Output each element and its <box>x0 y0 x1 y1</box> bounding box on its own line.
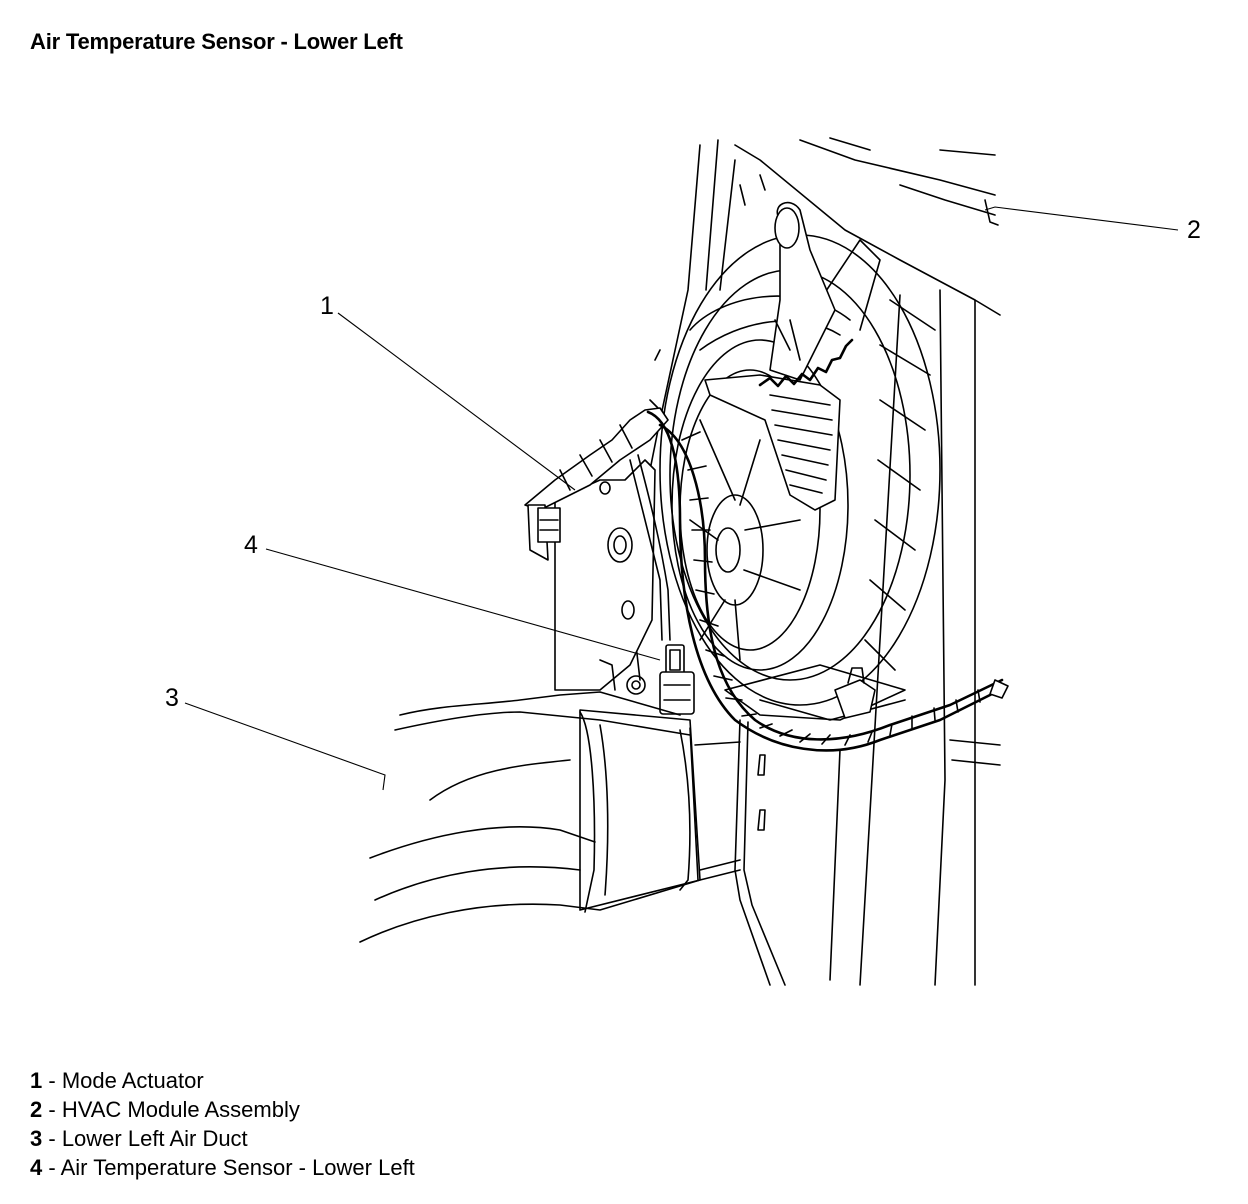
legend-number: 1 <box>30 1068 43 1093</box>
legend-separator: - <box>42 1097 62 1122</box>
legend-number: 3 <box>30 1126 43 1151</box>
hvac-line-drawing: 1 2 3 4 <box>165 137 1201 986</box>
leader-line-4 <box>265 548 661 661</box>
legend-label: HVAC Module Assembly <box>61 1097 300 1122</box>
legend-item: 2 - HVAC Module Assembly <box>30 1095 415 1124</box>
callout-number-3: 3 <box>165 684 179 712</box>
hvac-module-housing <box>631 137 1001 986</box>
wiring-harness-conduit <box>646 410 1009 752</box>
legend-number: 4 <box>30 1155 43 1180</box>
legend-label: Lower Left Air Duct <box>61 1126 248 1151</box>
leader-line-2 <box>984 206 1179 231</box>
legend-label: Mode Actuator <box>61 1068 204 1093</box>
legend-item: 3 - Lower Left Air Duct <box>30 1124 415 1153</box>
legend-separator: - <box>42 1126 62 1151</box>
legend-item: 4 - Air Temperature Sensor - Lower Left <box>30 1153 415 1182</box>
legend-separator: - <box>42 1155 61 1180</box>
legend-label: Air Temperature Sensor - Lower Left <box>60 1155 415 1180</box>
legend-separator: - <box>42 1068 62 1093</box>
door-lever-arm <box>704 201 854 511</box>
callout-number-2: 2 <box>1187 216 1201 244</box>
legend-number: 2 <box>30 1097 43 1122</box>
legend-item: 1 - Mode Actuator <box>30 1066 415 1095</box>
callout-legend: 1 - Mode Actuator 2 - HVAC Module Assemb… <box>30 1066 415 1182</box>
mounting-bracket <box>724 664 906 721</box>
diagram-title: Air Temperature Sensor - Lower Left <box>30 29 403 54</box>
leader-line-3 <box>184 702 386 791</box>
callout-leaders <box>184 206 1179 791</box>
callout-number-4: 4 <box>244 531 258 559</box>
lower-left-air-duct <box>359 691 741 943</box>
callout-number-1: 1 <box>320 292 334 320</box>
mode-actuator <box>524 407 671 691</box>
leader-line-1 <box>337 312 576 491</box>
